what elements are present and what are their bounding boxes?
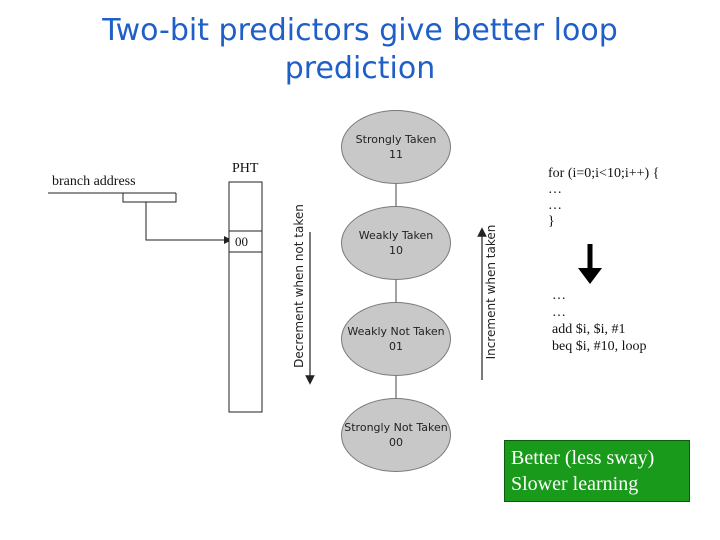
state-weakly-not-taken: Weakly Not Taken 01 [341, 302, 451, 376]
big-down-arrow [578, 268, 602, 284]
asm-dots-1: … [552, 288, 566, 303]
state-strongly-taken: Strongly Taken 11 [341, 110, 451, 184]
state-weakly-taken: Weakly Taken 10 [341, 206, 451, 280]
state-name: Weakly Not Taken [347, 325, 445, 338]
state-name: Weakly Taken [358, 229, 434, 242]
code-dots-2: … [548, 198, 562, 213]
code-dots-1: … [548, 182, 562, 197]
state-name: Strongly Taken [355, 133, 437, 146]
state-name: Strongly Not Taken [344, 421, 448, 434]
asm-beq: beq $i, #10, loop [552, 339, 647, 354]
state-code: 01 [389, 340, 403, 353]
assembly-code: … … add $i, $i, #1 beq $i, #10, loop [552, 287, 647, 355]
branch-address-label: branch address [52, 174, 136, 189]
callout-line-1: Better (less sway) [511, 447, 655, 469]
title-line-2: prediction [284, 51, 436, 86]
index-arrow [145, 202, 232, 244]
state-strongly-not-taken: Strongly Not Taken 00 [341, 398, 451, 472]
code-close-brace: } [548, 214, 555, 229]
asm-add: add $i, $i, #1 [552, 322, 626, 337]
state-code: 10 [389, 244, 403, 257]
state-code: 11 [389, 148, 403, 161]
pht-table [228, 181, 263, 413]
pht-label: PHT [232, 161, 259, 176]
slide-title: Two-bit predictors give better loop pred… [60, 12, 660, 88]
pht-entry: 00 [235, 234, 248, 249]
state-code: 00 [389, 436, 403, 449]
callout-line-2: Slower learning [511, 473, 639, 495]
callout-box: Better (less sway) Slower learning [504, 440, 690, 502]
code-for-line: for (i=0;i<10;i++) { [548, 166, 660, 181]
address-bracket [122, 193, 177, 203]
title-line-1: Two-bit predictors give better loop [102, 13, 618, 48]
increment-label: Increment when taken [484, 224, 498, 360]
decrement-label: Decrement when not taken [292, 204, 306, 368]
asm-dots-2: … [552, 305, 566, 320]
source-code: for (i=0;i<10;i++) { … … } [548, 166, 659, 230]
